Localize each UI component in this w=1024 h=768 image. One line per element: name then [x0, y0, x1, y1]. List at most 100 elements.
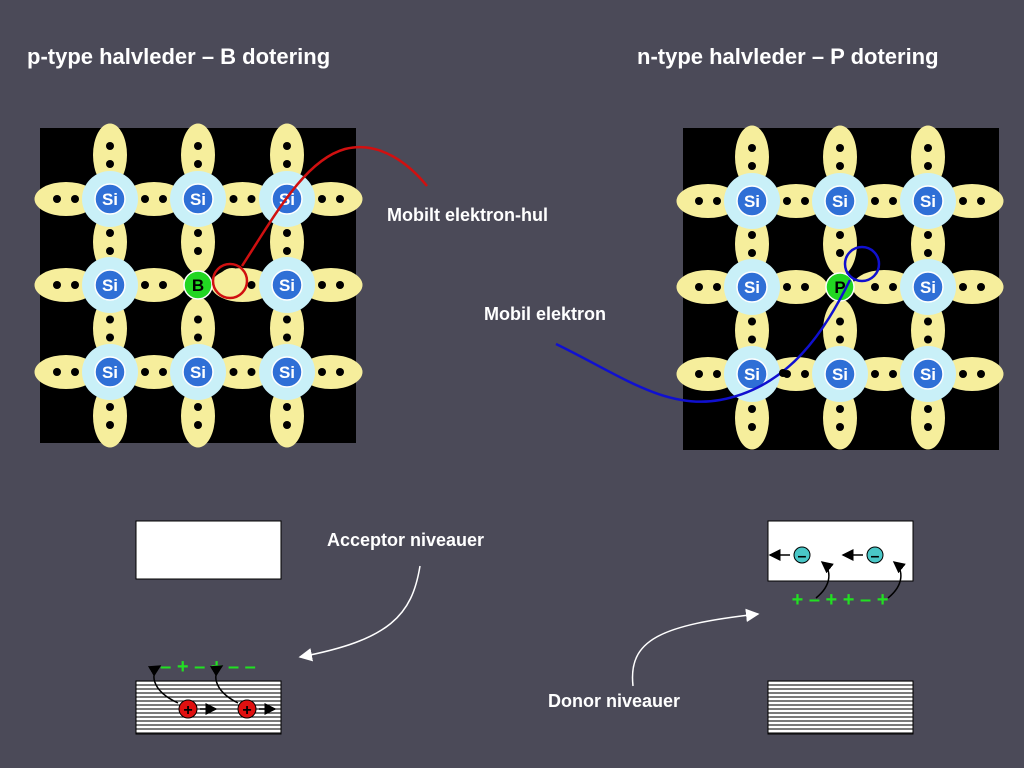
n-lattice-electron-dot: [695, 370, 703, 378]
title-n-type: n-type halvleder – P dotering: [637, 44, 939, 69]
p-lattice-electron-dot: [283, 315, 291, 324]
valence-band-right: [767, 680, 914, 735]
p-lattice-si-atom: [94, 183, 126, 215]
p-lattice-electron-dot: [283, 142, 291, 150]
p-lattice-bond: [270, 384, 304, 448]
p-lattice-electron-dot: [194, 247, 202, 255]
n-lattice-electron-dot: [977, 283, 985, 291]
n-lattice-electron-dot: [871, 283, 879, 291]
n-lattice-electron-dot: [889, 197, 897, 205]
n-lattice-electron-dot: [748, 423, 756, 431]
p-lattice-bond: [181, 210, 215, 274]
p-lattice-electron-dot: [318, 281, 326, 289]
p-lattice-bond: [211, 182, 274, 216]
n-lattice-atom-label: Si: [744, 192, 760, 211]
lattice-electron-dot: [779, 369, 787, 377]
p-lattice-electron-dot: [336, 281, 344, 289]
p-lattice-electron-dot: [283, 333, 291, 342]
n-lattice-bond: [823, 212, 857, 276]
acceptor-pointer-arrow: [298, 565, 421, 662]
n-lattice-electron-dot: [889, 283, 897, 291]
p-lattice-bond: [299, 355, 363, 389]
p-lattice-electron-dot: [71, 368, 79, 376]
acceptor-transition-arrow: [147, 665, 179, 704]
p-lattice-bond: [270, 123, 304, 187]
n-lattice-electron-dot: [748, 162, 756, 170]
n-lattice-atom-label: Si: [744, 278, 760, 297]
p-lattice-electron-dot: [194, 421, 202, 429]
p-lattice-electron-dot: [336, 368, 344, 376]
p-lattice-electron-dot: [283, 247, 291, 255]
n-lattice-bond: [823, 125, 857, 189]
n-lattice-bond: [735, 212, 769, 276]
p-lattice-bond: [93, 384, 127, 448]
p-lattice-atom-label: Si: [102, 276, 118, 295]
n-lattice-bond: [911, 386, 945, 450]
n-lattice-electron-dot: [924, 317, 932, 326]
n-lattice-si-atom: [824, 358, 856, 390]
p-lattice-electron-dot: [283, 403, 291, 411]
electron-charge: [866, 546, 884, 564]
n-lattice-si-atom: [912, 358, 944, 390]
p-lattice-si-atom: [271, 356, 303, 388]
p-lattice-electron-dot: [247, 368, 256, 376]
acceptor-level-marks: – + – + – –: [160, 656, 256, 678]
n-lattice-electron-dot: [713, 370, 721, 378]
n-lattice-bond: [911, 125, 945, 189]
p-lattice-bond: [211, 355, 274, 389]
p-lattice-si-atom: [271, 269, 303, 301]
p-lattice-electron-dot: [318, 368, 326, 376]
n-lattice-electron-dot: [871, 370, 879, 378]
n-lattice-electron-dot: [871, 197, 879, 205]
hole-charge-sign: +: [183, 702, 192, 719]
p-lattice-bond: [122, 355, 186, 389]
n-lattice-bond: [852, 270, 916, 304]
donor-transition-arrow: [887, 561, 906, 599]
hole-pointer-curve: [240, 145, 428, 267]
n-lattice-bond: [911, 212, 945, 276]
n-lattice-atom-label: Si: [920, 365, 936, 384]
electron-marker-circle: [843, 245, 881, 283]
n-lattice-electron-dot: [748, 317, 756, 326]
n-lattice-si-atom: [736, 185, 768, 217]
p-lattice-electron-dot: [194, 315, 202, 324]
p-lattice-bond: [34, 268, 98, 302]
n-lattice-electron-dot: [924, 405, 932, 413]
n-lattice-bond: [735, 125, 769, 189]
p-lattice-electron-dot: [141, 368, 149, 376]
n-lattice-bond: [911, 299, 945, 362]
p-lattice-electron-dot: [229, 195, 238, 203]
n-lattice-si-atom: [824, 185, 856, 217]
p-lattice-electron-dot: [247, 281, 256, 289]
p-lattice-bond: [181, 384, 215, 448]
p-lattice-atom-label: Si: [279, 363, 295, 382]
n-lattice-electron-dot: [924, 162, 932, 170]
p-lattice-electron-dot: [336, 195, 344, 203]
n-lattice-bond: [676, 270, 740, 304]
conduction-band-left: [135, 520, 282, 580]
extra-electron-dot: [853, 267, 861, 275]
p-lattice-bond: [122, 268, 186, 302]
n-lattice-electron-dot: [801, 283, 809, 291]
p-lattice-atom-label: B: [192, 276, 204, 295]
p-lattice-electron-dot: [283, 160, 291, 168]
electron-charge-sign: –: [871, 548, 880, 565]
p-lattice-electron-dot: [318, 195, 326, 203]
n-lattice-atom-label: Si: [920, 278, 936, 297]
p-lattice-bond: [93, 297, 127, 360]
p-lattice-electron-dot: [159, 368, 167, 376]
n-lattice-electron-dot: [836, 405, 844, 413]
p-lattice-bond: [93, 210, 127, 274]
n-lattice-bond: [735, 386, 769, 450]
p-lattice-electron-dot: [283, 421, 291, 429]
n-lattice-electron-dot: [924, 144, 932, 152]
n-lattice-electron-dot: [959, 370, 967, 378]
n-lattice-bond: [940, 184, 1004, 218]
p-lattice-electron-dot: [71, 195, 79, 203]
n-lattice-bond: [764, 270, 828, 304]
p-lattice-dopant-atom: [183, 270, 213, 300]
n-lattice-electron-dot: [836, 335, 844, 344]
p-lattice-electron-dot: [106, 247, 114, 255]
donor-transition-arrow: [815, 561, 834, 599]
